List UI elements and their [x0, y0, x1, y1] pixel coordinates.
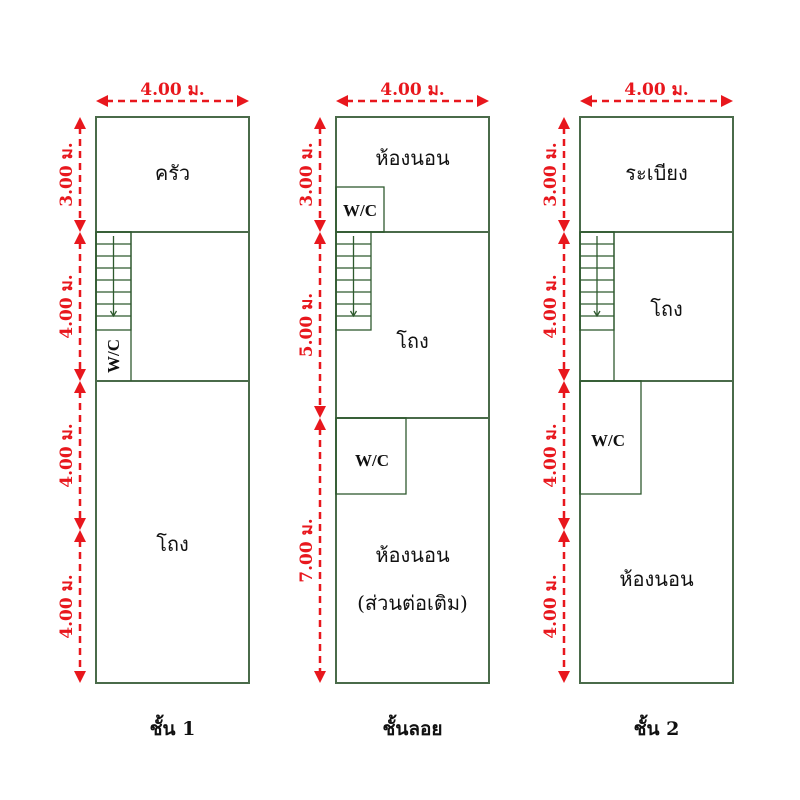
height-dimension-label: 4.00 ม. [57, 274, 77, 338]
room-bedroom-label: ห้องนอน [619, 567, 694, 591]
staircase-icon [335, 231, 372, 331]
room-extension-label: (ส่วนต่อเติม) [357, 591, 468, 615]
staircase-icon [95, 231, 132, 331]
room-bedroom-label: ห้องนอน [375, 543, 450, 567]
arrow-down-icon [558, 369, 570, 381]
height-dimension-label: 4.00 ม. [541, 423, 561, 487]
arrow-down-icon [314, 220, 326, 232]
arrow-down-icon [74, 671, 86, 683]
arrow-left-icon [336, 95, 348, 107]
staircase-icon [579, 231, 615, 331]
arrow-up-icon [314, 117, 326, 129]
arrow-left-icon [96, 95, 108, 107]
arrow-up-icon [558, 117, 570, 129]
arrow-up-icon [74, 530, 86, 542]
floor-label: ชั้นลอย [382, 714, 442, 740]
outer-wall [95, 116, 250, 684]
arrow-up-icon [558, 232, 570, 244]
arrow-right-icon [477, 95, 489, 107]
height-dimension-label: 3.00 ม. [541, 142, 561, 206]
room-wc-label: W/C [591, 431, 625, 450]
height-dimension-label: 3.00 ม. [297, 142, 317, 206]
arrow-up-icon [558, 530, 570, 542]
room-hall-label: โถง [396, 329, 429, 353]
width-dimension-label: 4.00 ม. [140, 80, 204, 100]
height-dimension-label: 4.00 ม. [541, 274, 561, 338]
arrow-up-icon [558, 381, 570, 393]
outer-wall [579, 116, 734, 684]
room-wc-label: W/C [355, 451, 389, 470]
arrow-left-icon [580, 95, 592, 107]
room-wc-label: W/C [343, 201, 377, 220]
room-hall-label: โถง [650, 297, 683, 321]
wc-room [579, 380, 642, 495]
wc-room [335, 417, 407, 495]
room-hall-label: โถง [156, 532, 189, 556]
room-balcony-label: ระเบียง [625, 161, 688, 185]
arrow-down-icon [558, 671, 570, 683]
arrow-up-icon [314, 232, 326, 244]
height-dimension-label: 7.00 ม. [297, 518, 317, 582]
plan-3: 4.00 ม. 3.00 ม. 4.00 ม. 4.00 ม. 4.00 ม. ชั้น … [541, 80, 734, 740]
height-dimension-label: 4.00 ม. [57, 423, 77, 487]
arrow-up-icon [74, 117, 86, 129]
arrow-down-icon [314, 406, 326, 418]
arrow-down-icon [74, 220, 86, 232]
arrow-down-icon [558, 220, 570, 232]
room-bedroom-label: ห้องนอน [375, 146, 450, 170]
arrow-down-icon [558, 518, 570, 530]
arrow-up-icon [74, 381, 86, 393]
room-kitchen-label: ครัว [155, 161, 190, 185]
arrow-down-icon [314, 671, 326, 683]
height-dimension-label: 5.00 ม. [297, 293, 317, 357]
outer-wall [335, 116, 490, 684]
floor-label: ชั้น 1 [150, 714, 196, 740]
arrow-right-icon [721, 95, 733, 107]
arrow-down-icon [74, 369, 86, 381]
plan-2: 4.00 ม. 3.00 ม. 5.00 ม. 7.00 ม. ชั้นลอย ห้องน… [297, 80, 490, 740]
room-wc-label: W/C [104, 339, 123, 373]
plan-1: 4.00 ม. 3.00 ม. 4.00 ม. 4.00 ม. 4.00 ม. ชั้น … [57, 80, 250, 740]
height-dimension-label: 3.00 ม. [57, 142, 77, 206]
arrow-down-icon [74, 518, 86, 530]
arrow-up-icon [74, 232, 86, 244]
height-dimension-label: 4.00 ม. [541, 574, 561, 638]
arrow-up-icon [314, 418, 326, 430]
floor-label: ชั้น 2 [634, 714, 680, 740]
arrow-right-icon [237, 95, 249, 107]
height-dimension-label: 4.00 ม. [57, 574, 77, 638]
width-dimension-label: 4.00 ม. [380, 80, 444, 100]
width-dimension-label: 4.00 ม. [624, 80, 688, 100]
